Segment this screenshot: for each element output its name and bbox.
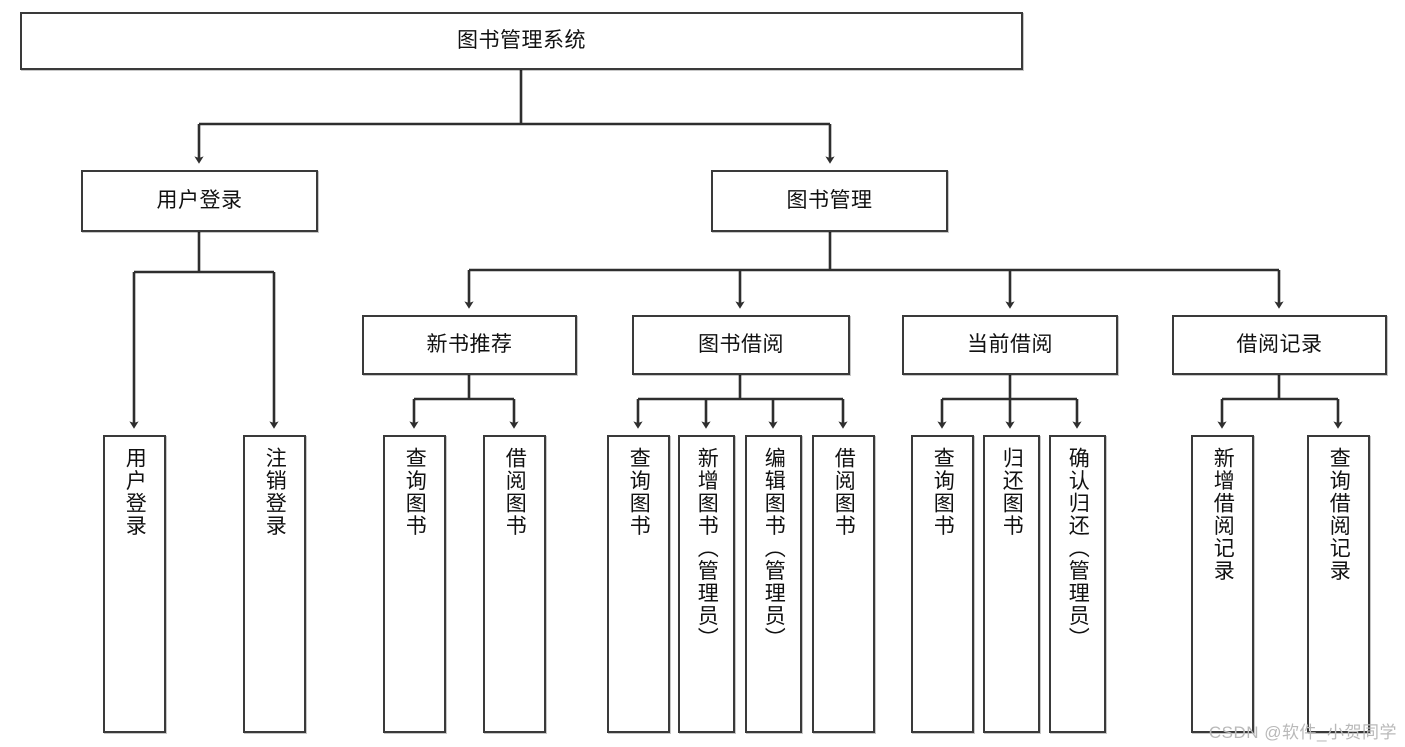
node-borrow-record[interactable]: 借阅记录 xyxy=(1172,315,1387,375)
node-leaf-confirm-return[interactable]: 确认归还（管理员） xyxy=(1049,435,1106,733)
node-leaf-return-book[interactable]: 归还图书 xyxy=(983,435,1040,733)
node-book-borrow-label: 图书借阅 xyxy=(698,332,784,356)
node-leaf-confirm-return-label: 确认归还（管理员） xyxy=(1066,447,1090,650)
watermark-text: CSDN @软件_小贺同学 xyxy=(1208,723,1397,742)
node-leaf-edit-book-label: 编辑图书（管理员） xyxy=(762,447,786,650)
node-leaf-query-book-1[interactable]: 查询图书 xyxy=(383,435,446,733)
node-leaf-add-book-label: 新增图书（管理员） xyxy=(695,447,719,650)
node-leaf-query-record[interactable]: 查询借阅记录 xyxy=(1307,435,1370,733)
node-book-manage[interactable]: 图书管理 xyxy=(711,170,948,232)
node-current-borrow[interactable]: 当前借阅 xyxy=(902,315,1118,375)
node-leaf-query-book-3-label: 查询图书 xyxy=(931,447,955,537)
node-current-borrow-label: 当前借阅 xyxy=(967,332,1053,356)
node-new-book-recommend-label: 新书推荐 xyxy=(426,332,513,356)
node-leaf-borrow-book-2[interactable]: 借阅图书 xyxy=(812,435,875,733)
node-leaf-edit-book[interactable]: 编辑图书（管理员） xyxy=(745,435,802,733)
node-leaf-query-book-2-label: 查询图书 xyxy=(627,447,651,537)
node-book-borrow[interactable]: 图书借阅 xyxy=(632,315,850,375)
node-leaf-logout-login-label: 注销登录 xyxy=(263,447,287,537)
node-leaf-add-record[interactable]: 新增借阅记录 xyxy=(1191,435,1254,733)
node-leaf-borrow-book-2-label: 借阅图书 xyxy=(832,447,856,537)
node-leaf-add-record-label: 新增借阅记录 xyxy=(1211,447,1235,582)
node-leaf-add-book[interactable]: 新增图书（管理员） xyxy=(678,435,735,733)
node-new-book-recommend[interactable]: 新书推荐 xyxy=(362,315,577,375)
node-leaf-user-login-label: 用户登录 xyxy=(123,447,147,537)
node-leaf-query-book-2[interactable]: 查询图书 xyxy=(607,435,670,733)
node-root-label: 图书管理系统 xyxy=(457,28,586,52)
node-leaf-user-login[interactable]: 用户登录 xyxy=(103,435,166,733)
node-leaf-borrow-book-1[interactable]: 借阅图书 xyxy=(483,435,546,733)
node-borrow-record-label: 借阅记录 xyxy=(1236,332,1323,356)
node-user-login-label: 用户登录 xyxy=(156,188,243,212)
node-user-login[interactable]: 用户登录 xyxy=(81,170,318,232)
node-leaf-query-book-1-label: 查询图书 xyxy=(403,447,427,537)
node-book-manage-label: 图书管理 xyxy=(786,188,873,212)
node-root[interactable]: 图书管理系统 xyxy=(20,12,1023,70)
node-leaf-query-record-label: 查询借阅记录 xyxy=(1327,447,1351,582)
node-leaf-logout-login[interactable]: 注销登录 xyxy=(243,435,306,733)
node-leaf-borrow-book-1-label: 借阅图书 xyxy=(503,447,527,537)
node-leaf-query-book-3[interactable]: 查询图书 xyxy=(911,435,974,733)
node-leaf-return-book-label: 归还图书 xyxy=(1000,447,1024,537)
